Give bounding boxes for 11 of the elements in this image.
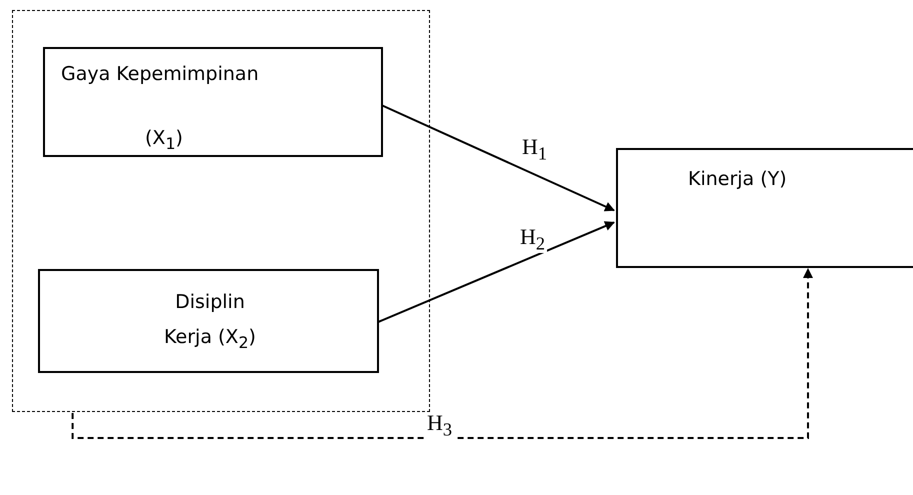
variable-label: Disiplin Kerja (X$_{2}$): [163, 290, 257, 354]
arrow: [382, 104, 615, 212]
variable-label: Gaya Kepemimpinan: [61, 63, 259, 85]
variable-box: [616, 148, 913, 268]
variable-box: [38, 269, 379, 373]
arrow: [72, 268, 813, 439]
arrow: [378, 221, 615, 323]
variable-label: (X$_{1}$): [145, 127, 183, 153]
variable-label: Kinerja (Y): [688, 168, 787, 190]
variable-box: [43, 47, 383, 157]
dashed-group-box: [12, 10, 430, 412]
